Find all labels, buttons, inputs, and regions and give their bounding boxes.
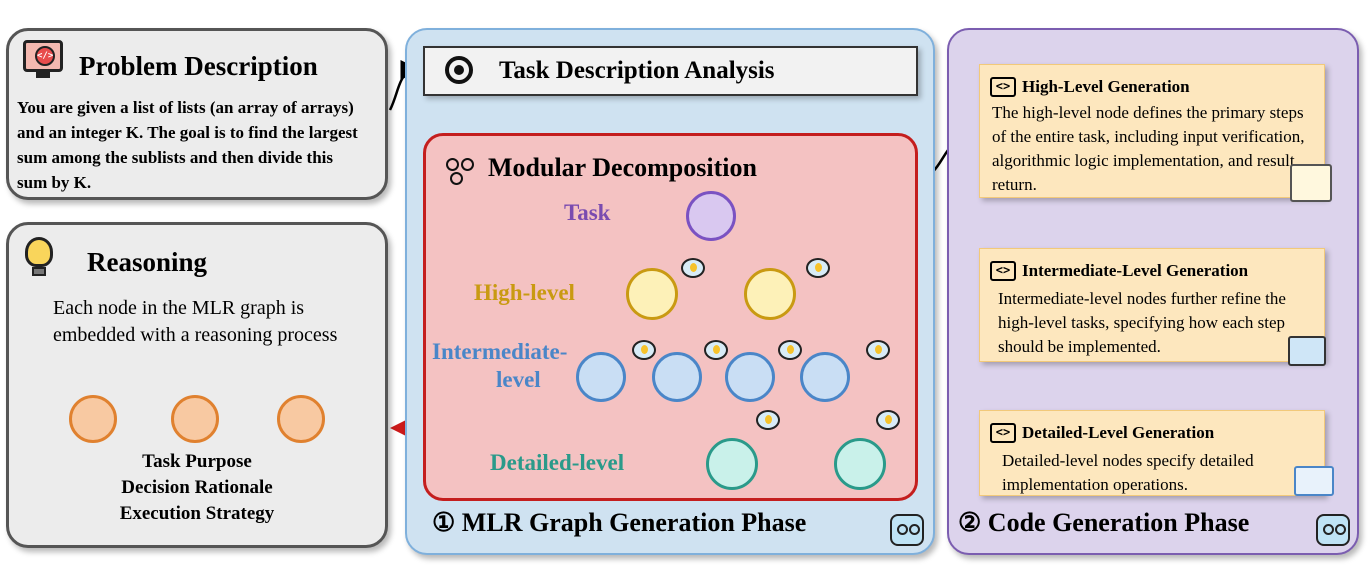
intermediate-node-4 bbox=[800, 352, 850, 402]
reason-label-1: Task Purpose bbox=[142, 451, 252, 472]
thought-bubble-icon bbox=[632, 340, 656, 360]
phase1-footer: ① MLR Graph Generation Phase bbox=[432, 508, 807, 537]
reason-node-3 bbox=[277, 395, 325, 443]
detailed-node-2 bbox=[834, 438, 886, 490]
high-level-card-title: High-Level Generation bbox=[1022, 77, 1190, 96]
intermediate-level-card-text: Intermediate-level nodes further refine … bbox=[998, 289, 1286, 356]
detailed-level-card-text: Detailed-level nodes specify detailed im… bbox=[1002, 451, 1254, 494]
task-analysis-box: Task Description Analysis bbox=[423, 46, 918, 96]
robot-icon bbox=[1316, 514, 1350, 546]
high-level-card: <> High-Level Generation The high-level … bbox=[979, 64, 1325, 198]
thought-bubble-icon bbox=[876, 410, 900, 430]
level-high-label: High-level bbox=[474, 280, 575, 305]
lightbulb-icon bbox=[25, 237, 53, 267]
problem-panel: </> Problem Description You are given a … bbox=[6, 28, 388, 200]
monitor-code-icon: </> bbox=[23, 40, 63, 78]
code-window-icon bbox=[1288, 336, 1326, 366]
code-brackets-icon: <> bbox=[990, 423, 1016, 443]
thought-bubble-icon bbox=[778, 340, 802, 360]
level-task-label: Task bbox=[564, 200, 611, 225]
task-node bbox=[686, 191, 736, 241]
reasoning-panel: Reasoning Each node in the MLR graph is … bbox=[6, 222, 388, 548]
intermediate-level-card: <> Intermediate-Level Generation Interme… bbox=[979, 248, 1325, 362]
task-analysis-label: Task Description Analysis bbox=[499, 57, 775, 84]
intermediate-node-2 bbox=[652, 352, 702, 402]
problem-title: Problem Description bbox=[79, 51, 318, 81]
intermediate-level-card-title: Intermediate-Level Generation bbox=[1022, 261, 1249, 280]
reason-label-2: Decision Rationale bbox=[121, 477, 273, 498]
decomposition-title: Modular Decomposition bbox=[488, 153, 757, 182]
high-node-2 bbox=[744, 268, 796, 320]
level-intermediate-label-1: Intermediate- bbox=[432, 339, 568, 364]
thought-bubble-icon bbox=[681, 258, 705, 278]
robot-icon bbox=[890, 514, 924, 546]
level-intermediate-label-2: level bbox=[496, 367, 541, 392]
hierarchy-icon bbox=[1290, 164, 1332, 202]
code-brackets-icon: <> bbox=[990, 77, 1016, 97]
analysis-icon bbox=[445, 56, 473, 84]
reason-node-2 bbox=[171, 395, 219, 443]
detailed-level-card-title: Detailed-Level Generation bbox=[1022, 423, 1215, 442]
code-brackets-icon: <> bbox=[990, 261, 1016, 281]
detailed-node-1 bbox=[706, 438, 758, 490]
reasoning-title: Reasoning bbox=[87, 247, 208, 277]
thought-bubble-icon bbox=[806, 258, 830, 278]
thought-bubble-icon bbox=[704, 340, 728, 360]
high-node-1 bbox=[626, 268, 678, 320]
high-level-card-text: The high-level node defines the primary … bbox=[992, 103, 1305, 194]
detailed-level-card: <> Detailed-Level Generation Detailed-le… bbox=[979, 410, 1325, 496]
intermediate-node-3 bbox=[725, 352, 775, 402]
thought-bubble-icon bbox=[866, 340, 890, 360]
graph-icon bbox=[446, 158, 474, 185]
reason-label-3: Execution Strategy bbox=[119, 503, 275, 524]
intermediate-node-1 bbox=[576, 352, 626, 402]
level-detailed-label: Detailed-level bbox=[490, 450, 625, 475]
phase2-footer: ② Code Generation Phase bbox=[958, 508, 1250, 537]
decomposition-panel: Modular Decomposition bbox=[423, 133, 918, 501]
problem-text: You are given a list of lists (an array … bbox=[17, 98, 358, 192]
reason-node-1 bbox=[69, 395, 117, 443]
reasoning-text: Each node in the MLR graph is embedded w… bbox=[53, 297, 338, 346]
code-window-icon bbox=[1294, 466, 1334, 496]
thought-bubble-icon bbox=[756, 410, 780, 430]
